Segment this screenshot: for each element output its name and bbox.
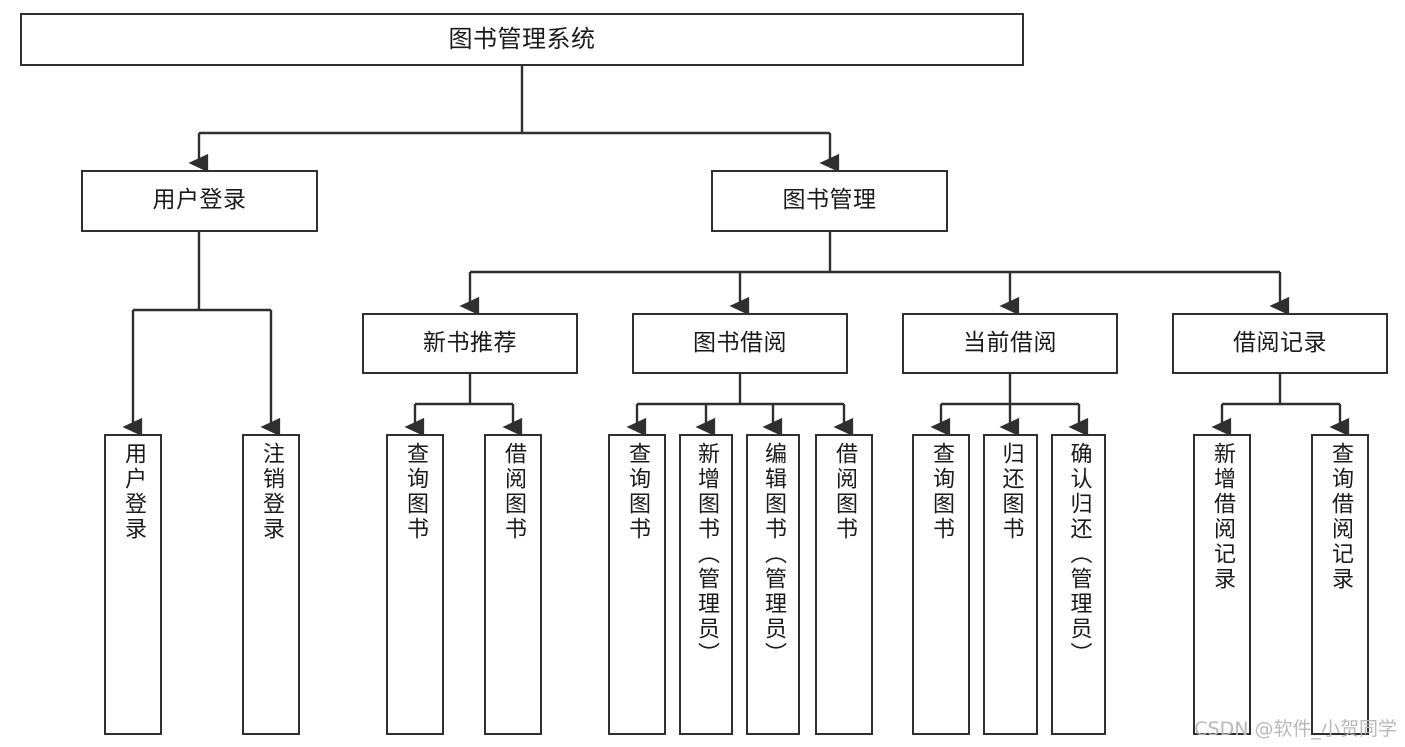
node-label: 归还图书 xyxy=(998,442,1024,542)
node-label: 用户登录 xyxy=(152,187,247,214)
node-label: 新书推荐 xyxy=(423,329,517,356)
node-borrow-record[interactable]: 借阅记录 xyxy=(1172,313,1388,374)
node-root-book-management-system[interactable]: 图书管理系统 xyxy=(20,13,1024,66)
node-label: 当前借阅 xyxy=(963,329,1057,356)
node-label: 用户登录 xyxy=(121,442,146,542)
node-leaf-user-login-logout[interactable]: 注销登录 xyxy=(242,434,300,735)
node-leaf-current-borrow-return[interactable]: 归还图书 xyxy=(983,434,1038,735)
node-leaf-borrow-record-query[interactable]: 查询借阅记录 xyxy=(1311,434,1369,735)
node-leaf-new-book-borrow[interactable]: 借阅图书 xyxy=(484,434,542,735)
node-leaf-current-borrow-query[interactable]: 查询图书 xyxy=(912,434,970,735)
node-book-management[interactable]: 图书管理 xyxy=(711,170,948,232)
node-label: 图书借阅 xyxy=(693,329,787,356)
node-label: 注销登录 xyxy=(259,442,284,542)
node-leaf-user-login-login[interactable]: 用户登录 xyxy=(104,434,162,735)
node-leaf-book-borrow-borrow[interactable]: 借阅图书 xyxy=(815,434,873,735)
node-user-login[interactable]: 用户登录 xyxy=(81,170,318,232)
node-label: 新增借阅记录 xyxy=(1210,442,1235,592)
node-label: 查询图书 xyxy=(403,442,428,542)
csdn-watermark: CSDN @软件_小贺同学 xyxy=(1194,718,1397,740)
node-leaf-book-borrow-add[interactable]: 新增图书（管理员） xyxy=(679,434,733,735)
node-label: 查询图书 xyxy=(929,442,954,542)
node-label: 查询借阅记录 xyxy=(1328,442,1353,592)
node-current-borrow[interactable]: 当前借阅 xyxy=(902,313,1118,374)
node-leaf-current-borrow-confirm[interactable]: 确认归还（管理员） xyxy=(1051,434,1106,735)
node-label: 借阅图书 xyxy=(501,442,526,542)
node-label: 确认归还（管理员） xyxy=(1066,442,1092,667)
node-leaf-borrow-record-add[interactable]: 新增借阅记录 xyxy=(1193,434,1251,735)
node-label: 编辑图书（管理员） xyxy=(761,442,786,667)
node-leaf-book-borrow-query[interactable]: 查询图书 xyxy=(608,434,666,735)
node-new-book-recommend[interactable]: 新书推荐 xyxy=(362,313,578,374)
node-book-borrow[interactable]: 图书借阅 xyxy=(632,313,848,374)
node-label: 查询图书 xyxy=(625,442,650,542)
node-label: 图书管理系统 xyxy=(448,25,596,54)
node-label: 新增图书（管理员） xyxy=(694,442,719,667)
node-label: 图书管理 xyxy=(782,187,877,214)
node-leaf-book-borrow-edit[interactable]: 编辑图书（管理员） xyxy=(746,434,800,735)
node-label: 借阅记录 xyxy=(1233,329,1327,356)
node-label: 借阅图书 xyxy=(832,442,857,542)
node-leaf-new-book-query[interactable]: 查询图书 xyxy=(386,434,444,735)
